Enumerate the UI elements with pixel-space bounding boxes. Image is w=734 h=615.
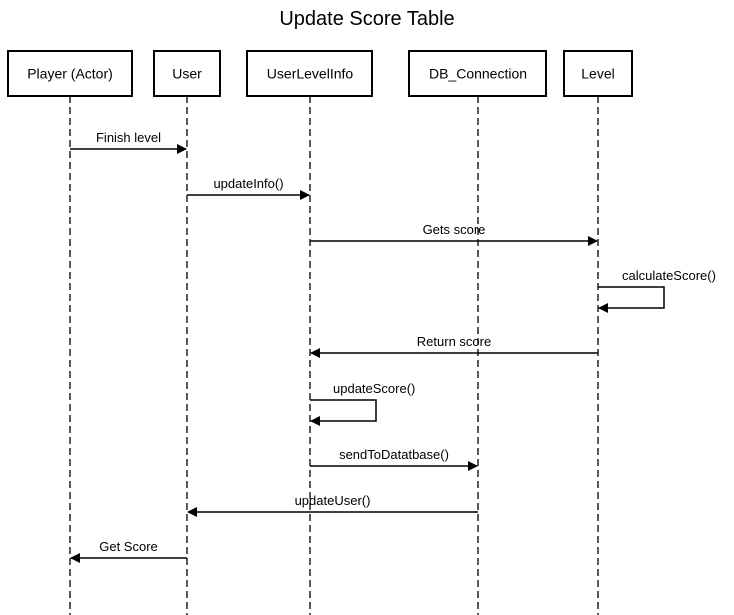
message: Gets score xyxy=(310,222,598,246)
participant-label-player: Player (Actor) xyxy=(27,66,113,82)
participant-level: Level xyxy=(563,50,633,615)
participant-label-uli: UserLevelInfo xyxy=(267,66,354,82)
message: Get Score xyxy=(70,539,187,563)
message: Return score xyxy=(310,334,598,358)
message-label: Finish level xyxy=(96,130,161,145)
message: Finish level xyxy=(70,130,187,154)
message: updateScore() xyxy=(310,381,415,426)
message-label: calculateScore() xyxy=(622,268,716,283)
self-message-arrow xyxy=(310,399,377,426)
message-label: updateInfo() xyxy=(213,176,283,191)
participant-label-db: DB_Connection xyxy=(429,66,527,82)
message: updateUser() xyxy=(187,493,478,517)
message: sendToDatatbase() xyxy=(310,447,478,471)
participant-user: User xyxy=(153,50,221,615)
message-label: Gets score xyxy=(423,222,486,237)
participant-label-user: User xyxy=(172,66,202,82)
message-label: Get Score xyxy=(99,539,158,554)
message-label: updateScore() xyxy=(333,381,415,396)
participant-box-level xyxy=(563,50,633,97)
participant-label-level: Level xyxy=(581,66,614,82)
message: calculateScore() xyxy=(598,268,716,313)
messages: Finish level updateInfo() Gets score calcul… xyxy=(70,130,716,563)
self-message-arrow xyxy=(598,286,665,313)
participant-box-db xyxy=(408,50,547,97)
participant-box-uli xyxy=(246,50,373,97)
message: updateInfo() xyxy=(187,176,310,200)
participant-box-player xyxy=(7,50,133,97)
participant-db: DB_Connection xyxy=(408,50,547,615)
participant-box-user xyxy=(153,50,221,97)
participant-uli: UserLevelInfo xyxy=(246,50,373,615)
message-label: updateUser() xyxy=(295,493,371,508)
participant-player: Player (Actor) xyxy=(7,50,133,615)
message-label: Return score xyxy=(417,334,491,349)
message-label: sendToDatatbase() xyxy=(339,447,449,462)
diagram-title: Update Score Table xyxy=(279,8,454,30)
